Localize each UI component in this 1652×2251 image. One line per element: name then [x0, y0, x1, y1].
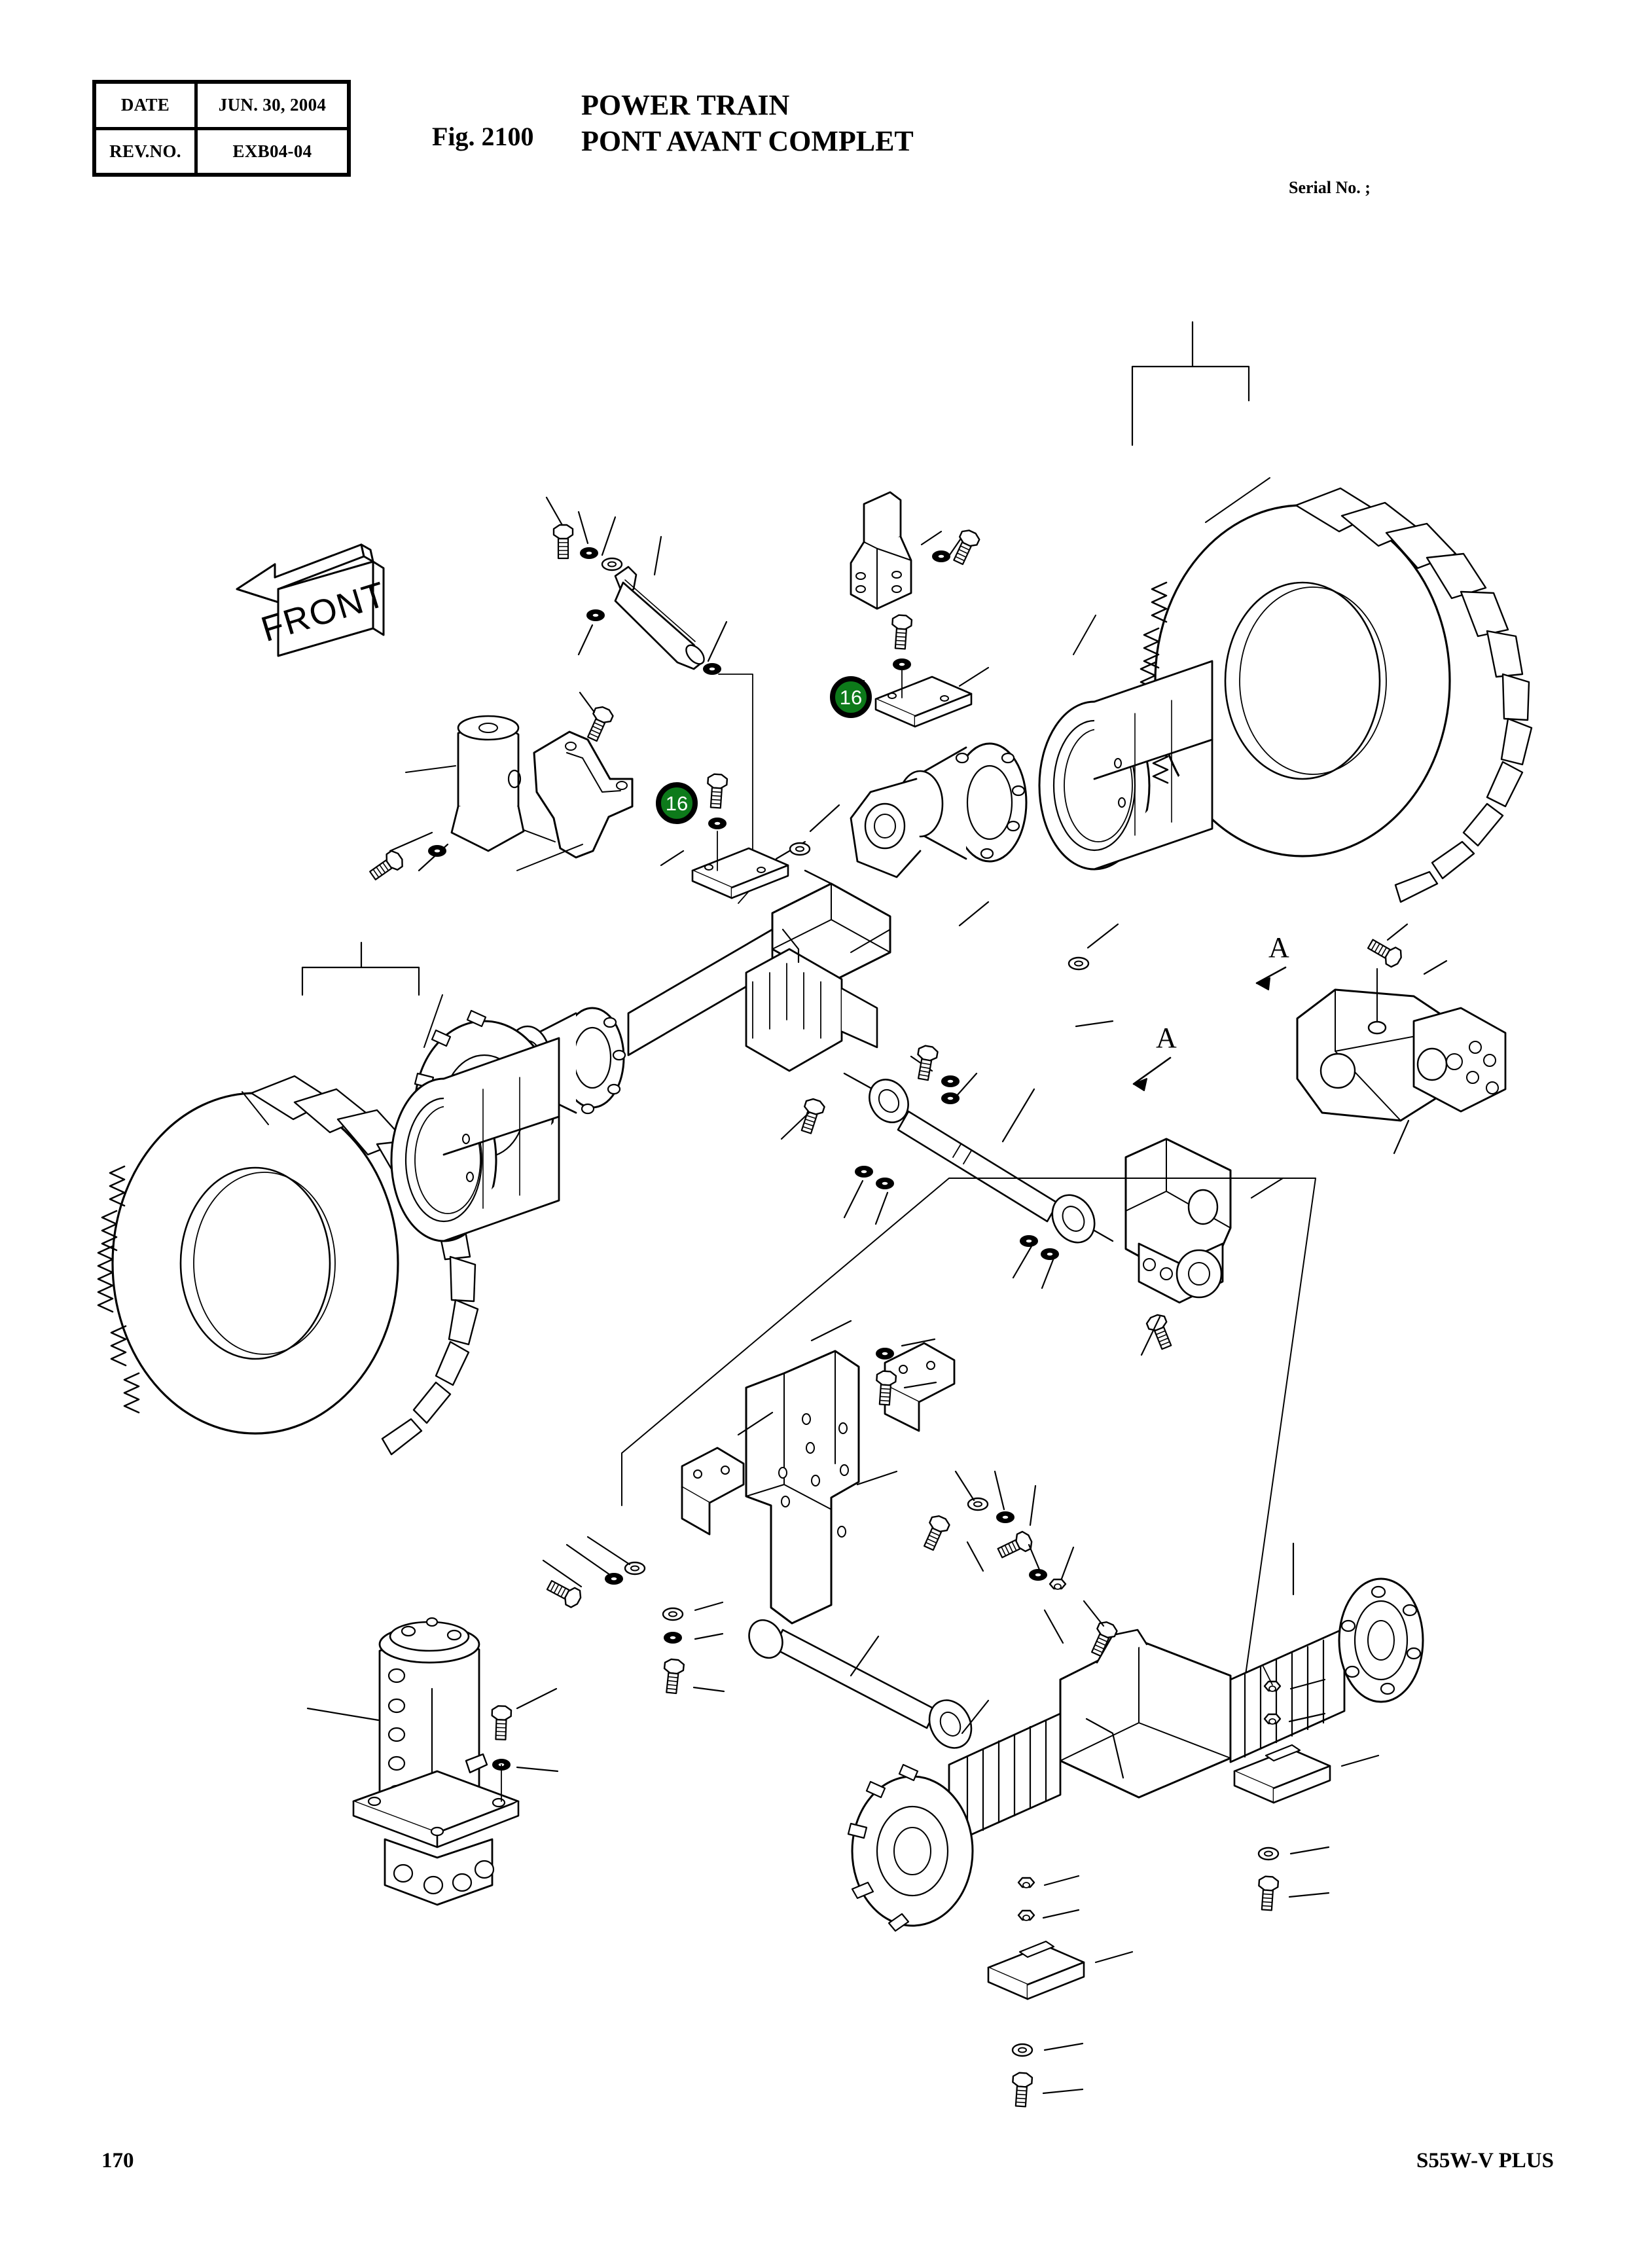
page-title-line-2: PONT AVANT COMPLET [581, 125, 914, 157]
swivel-cylinder-group [306, 1617, 559, 1906]
section-label-a-upper: A [1268, 931, 1289, 963]
propeller-shaft-group [897, 1043, 1114, 1289]
revision-value: EXB04-04 [232, 141, 312, 161]
callout-badge-16-upper[interactable]: 16 [830, 676, 872, 718]
date-value: JUN. 30, 2004 [218, 95, 327, 115]
front-right-hub-group [850, 742, 1028, 878]
date-label: DATE [96, 84, 198, 127]
front-right-wheel-group [1038, 321, 1533, 903]
title-block-row-date: DATE JUN. 30, 2004 [96, 84, 347, 130]
revision-label: REV.NO. [96, 130, 198, 173]
upper-linkage-group [545, 496, 753, 904]
title-block: DATE JUN. 30, 2004 REV.NO. EXB04-04 [92, 80, 351, 177]
hydraulic-pump-lower: A [1124, 1022, 1284, 1356]
title-block-row-revision: REV.NO. EXB04-04 [96, 130, 347, 173]
serial-number-label: Serial No. ; [1289, 178, 1371, 197]
callout-number: 16 [839, 685, 863, 709]
callout-number: 16 [665, 791, 689, 815]
hydraulic-pump-section-a: A [1255, 923, 1507, 1155]
upper-casting-group [850, 491, 982, 610]
steering-arm-group [492, 691, 634, 871]
front-left-wheel-group [97, 941, 560, 1456]
callout-badge-16-lower[interactable]: 16 [656, 782, 698, 824]
figure-number: Fig. 2100 [432, 122, 534, 151]
page-title-line-1: POWER TRAIN [581, 89, 790, 121]
left-cylinder-group [366, 715, 525, 884]
rear-propeller-shaft-group [748, 1619, 990, 1749]
misc-fastener-leaders [780, 804, 1119, 1225]
model-designation: S55W-V PLUS [1416, 2149, 1554, 2172]
page-number: 170 [101, 2149, 134, 2172]
rear-axle-assembly [847, 1513, 1424, 2108]
section-label-a-lower: A [1156, 1022, 1177, 1054]
page-title: POWER TRAIN PONT AVANT COMPLET [581, 87, 914, 159]
lower-mount-bracket-group [542, 1178, 1316, 1695]
front-direction-arrow: FRONT [236, 543, 391, 657]
